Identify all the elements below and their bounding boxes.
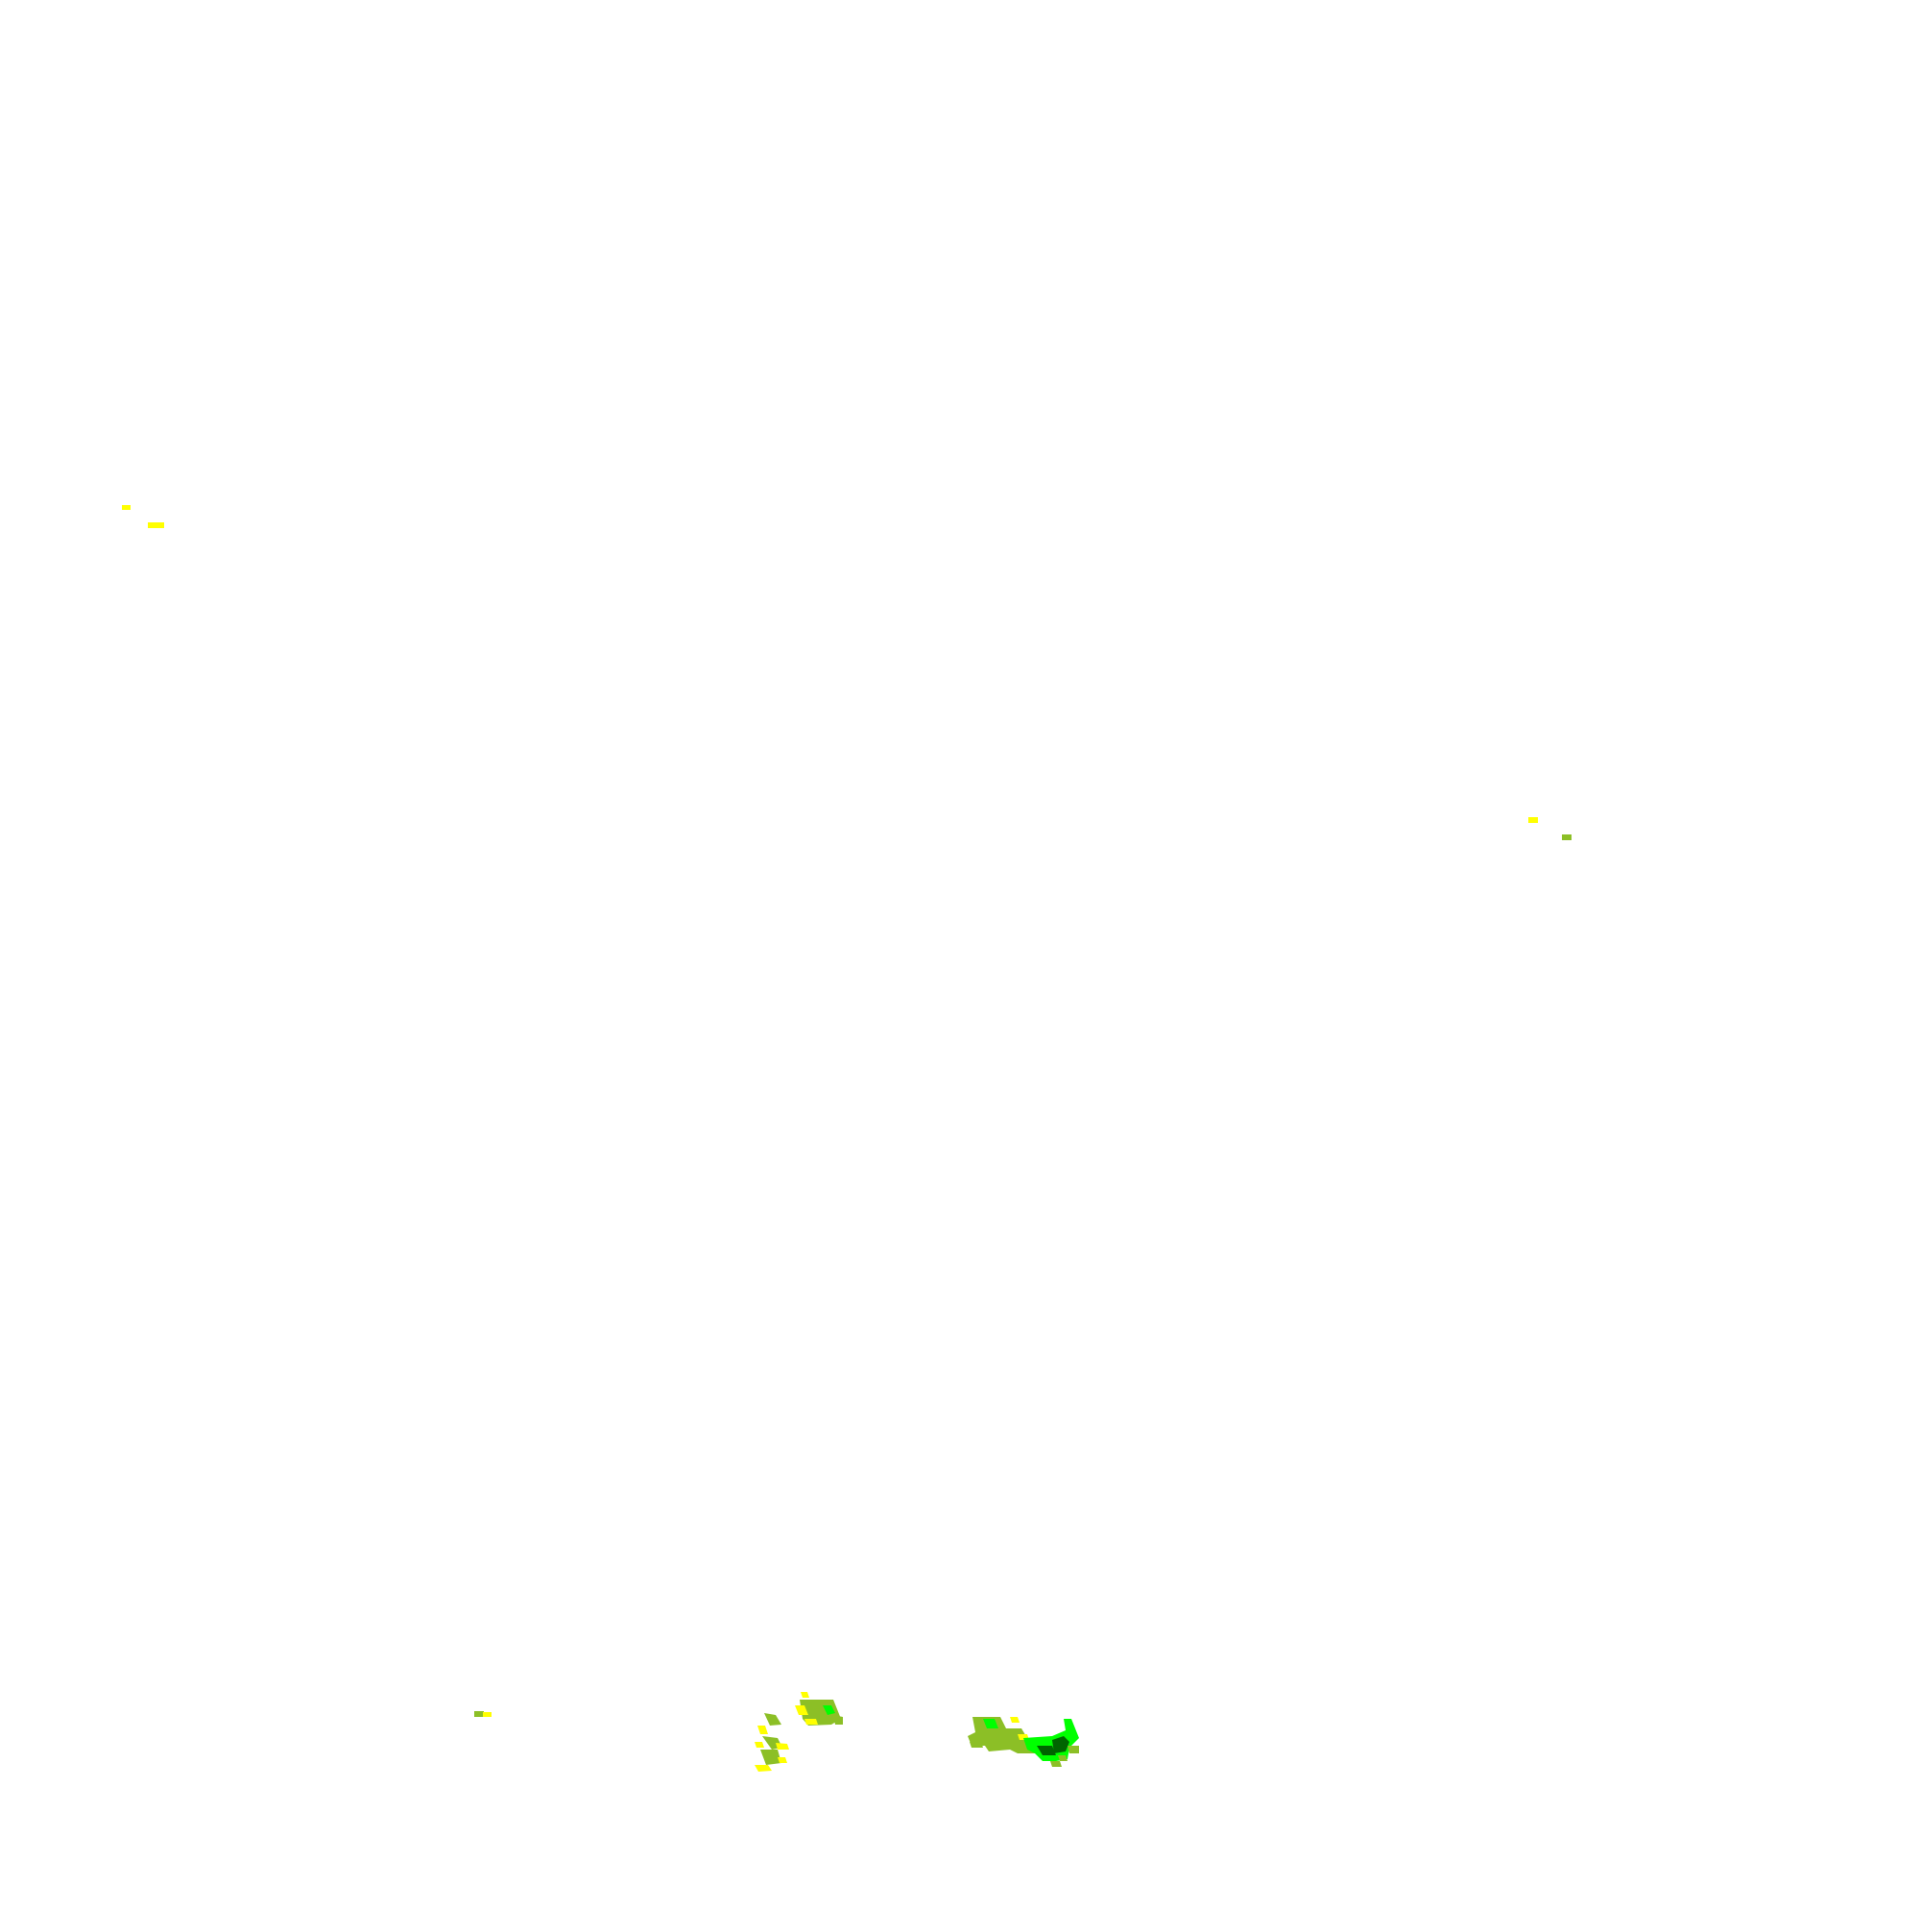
- precip-cell: [474, 1711, 484, 1717]
- precip-cell: [795, 1705, 808, 1715]
- precip-cell: [755, 1742, 764, 1748]
- precip-cell: [983, 1719, 998, 1728]
- precip-cell: [757, 1726, 768, 1734]
- precip-cell: [970, 1742, 983, 1748]
- precip-cell: [833, 1715, 843, 1725]
- cell-cluster-right: [1528, 817, 1572, 840]
- precip-cell: [1050, 1761, 1062, 1767]
- cell-cluster-bottom-center: [795, 1692, 843, 1726]
- precip-cell: [778, 1757, 787, 1763]
- precip-cell: [760, 1750, 781, 1765]
- precip-cell: [1068, 1746, 1079, 1753]
- precip-cell: [755, 1765, 772, 1772]
- precip-cell: [776, 1743, 789, 1750]
- cell-cluster-bottom-right: [968, 1717, 1079, 1767]
- precip-cell: [1010, 1717, 1020, 1723]
- cell-cluster-bottom-center-left: [755, 1713, 789, 1772]
- precip-cell: [1528, 817, 1538, 823]
- precip-cell: [148, 522, 164, 528]
- precip-cell: [764, 1713, 781, 1726]
- precip-cell: [1058, 1755, 1068, 1761]
- precip-cell: [1562, 834, 1572, 840]
- precip-cell: [823, 1705, 835, 1715]
- precip-cell: [1052, 1736, 1069, 1753]
- cell-cluster-bottom-left: [474, 1711, 492, 1717]
- precip-cell: [1037, 1746, 1056, 1755]
- cell-cluster-top-left: [122, 505, 164, 528]
- precip-cell: [122, 505, 131, 510]
- precip-cell: [801, 1692, 809, 1698]
- precip-cell: [483, 1712, 492, 1717]
- precip-cell: [804, 1719, 818, 1725]
